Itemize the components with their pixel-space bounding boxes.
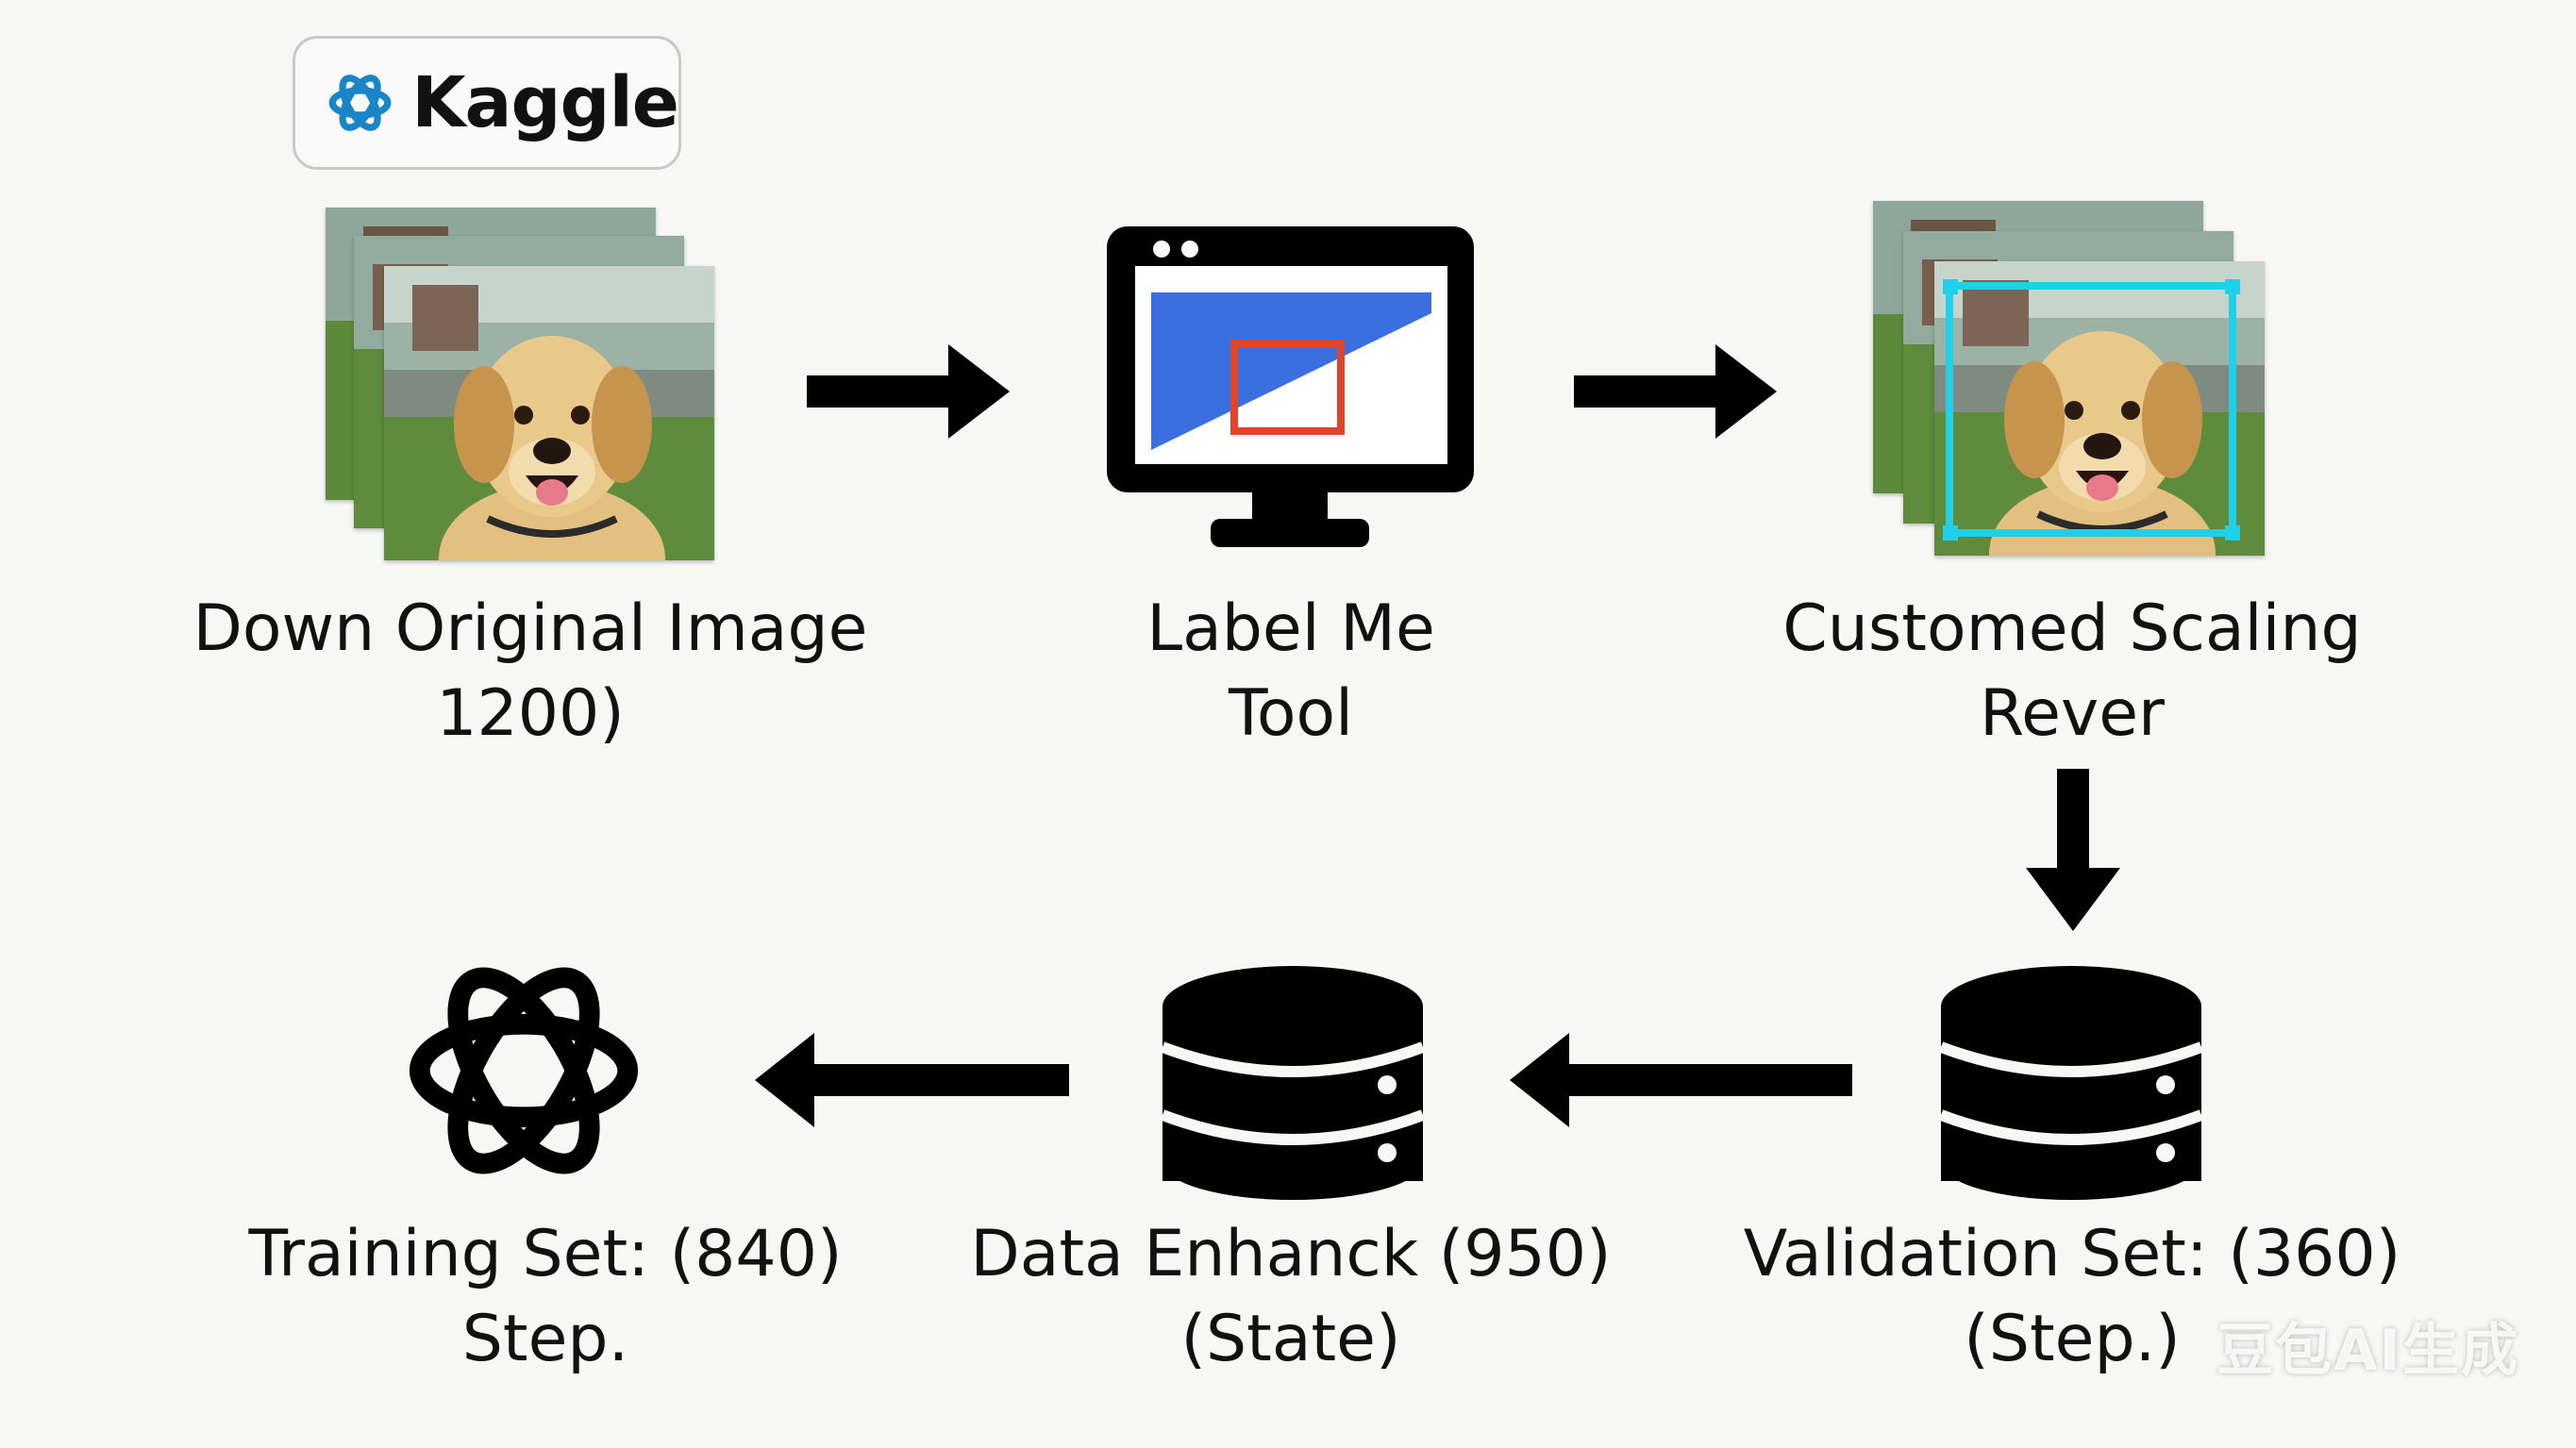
database-icon [1161,966,1425,1200]
scaling-label: Customed Scaling Rever [1782,587,2361,757]
validation-label: Validation Set: (360) (Step.) [1744,1212,2400,1382]
enhance-label-line1: Data Enhanck (950) [970,1217,1612,1291]
enhance-label: Data Enhanck (950) (State) [970,1212,1611,1382]
arrow-down-icon [2026,769,2120,931]
dog-photo-front [1934,261,2265,556]
training-label-line2: Step. [461,1302,629,1376]
dog-photo-front [384,266,714,560]
original-image-label: Down Original Image 1200) [193,587,868,757]
training-label: Training Set: (840) Step. [249,1212,843,1382]
original-image-label-line1: Down Original Image [192,591,868,666]
arrow-left-icon [1510,1033,1852,1127]
labelme-tool-label-line2: Tool [1228,676,1354,751]
database-icon [1939,966,2203,1200]
scaled-image-stack [1873,201,2269,559]
bbox-red-icon [1230,340,1345,435]
arrow-right-icon [807,344,1010,439]
kaggle-badge: Kaggle [293,36,681,170]
scaling-label-line1: Customed Scaling [1782,591,2362,666]
knot-logo-icon [328,75,392,131]
scaling-label-line2: Rever [1979,676,2166,751]
screen-blue-shape [1151,292,1431,450]
arrow-left-icon [755,1033,1069,1127]
original-image-stack [326,208,722,561]
bbox-cyan-icon [1943,279,2240,541]
monitor-icon [1107,226,1474,547]
validation-label-line2: (Step.) [1964,1302,2181,1376]
training-label-line1: Training Set: (840) [248,1217,843,1291]
original-image-label-line2: 1200) [436,676,625,751]
enhance-label-line2: (State) [1180,1302,1401,1376]
kaggle-label: Kaggle [411,62,679,143]
labelme-tool-label-line1: Label Me [1146,591,1435,666]
watermark: 豆包AI生成 [2216,1318,2519,1384]
labelme-tool-label: Label Me Tool [1146,587,1435,757]
knot-logo-icon [409,967,639,1174]
validation-label-line1: Validation Set: (360) [1743,1217,2401,1291]
arrow-right-icon [1574,344,1777,439]
